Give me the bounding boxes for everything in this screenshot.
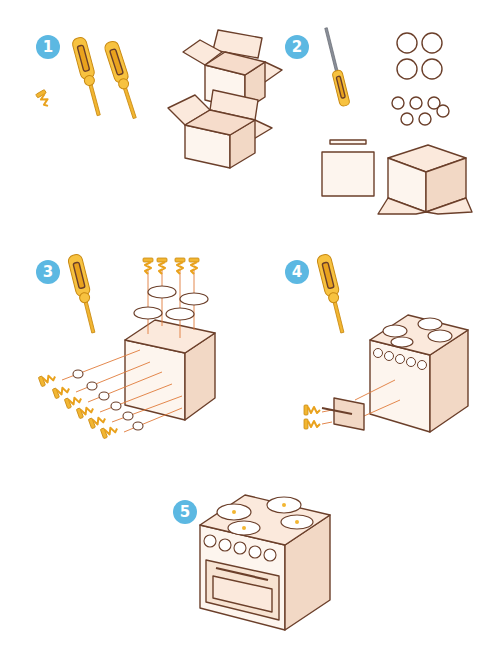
step-number-text: 1 bbox=[43, 40, 53, 55]
flattened-box bbox=[378, 145, 472, 214]
guide-lines bbox=[62, 270, 194, 432]
knob-rings bbox=[392, 97, 449, 125]
panel-part bbox=[322, 140, 374, 196]
step-number: 4 bbox=[285, 260, 309, 284]
step-number: 2 bbox=[285, 35, 309, 59]
top-rings bbox=[134, 286, 208, 320]
front-panel bbox=[322, 398, 364, 430]
cabinet-body bbox=[125, 320, 215, 420]
cardboard-box bbox=[168, 90, 272, 168]
step-number-text: 2 bbox=[292, 40, 302, 55]
top-screws bbox=[143, 258, 199, 274]
front-screws bbox=[38, 372, 118, 439]
screwdriver bbox=[103, 40, 141, 120]
step-number: 5 bbox=[173, 500, 197, 524]
screwdriver bbox=[71, 36, 105, 117]
screwdriver bbox=[67, 253, 100, 334]
screw bbox=[36, 90, 53, 109]
stove-body bbox=[370, 315, 468, 432]
panel-screws bbox=[304, 405, 320, 429]
burner-rings bbox=[397, 33, 442, 79]
step-number: 3 bbox=[36, 260, 60, 284]
step-number-text: 3 bbox=[43, 265, 53, 280]
step-number: 1 bbox=[36, 35, 60, 59]
screwdriver bbox=[321, 27, 350, 107]
finished-stove bbox=[200, 495, 330, 630]
step-number-text: 5 bbox=[180, 505, 190, 520]
front-washers bbox=[73, 370, 143, 430]
screwdriver bbox=[316, 253, 349, 334]
step-number-text: 4 bbox=[292, 265, 302, 280]
